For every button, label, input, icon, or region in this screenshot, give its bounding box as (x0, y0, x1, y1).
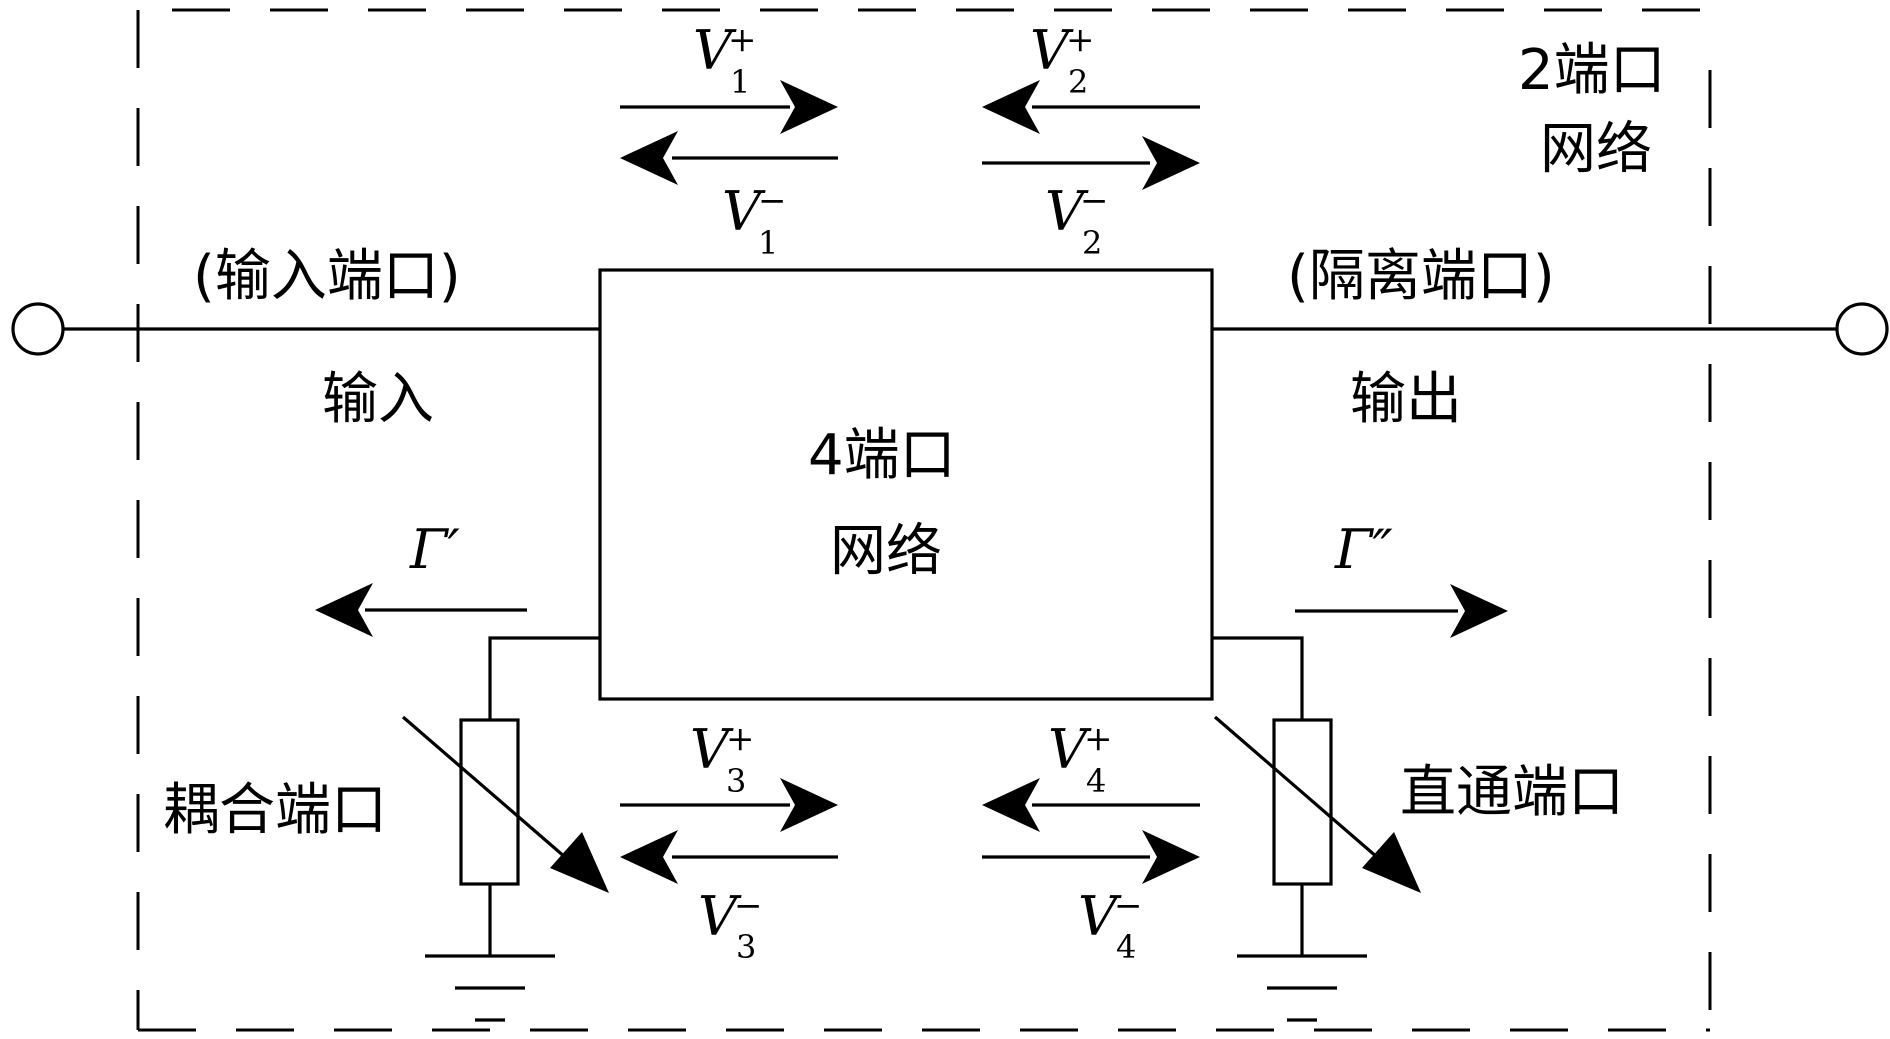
two-port-label-line1: 2端口 (1518, 38, 1666, 103)
svg-text:−: − (758, 181, 787, 221)
v1-plus-label: V + 1 (693, 19, 757, 101)
svg-text:2: 2 (1068, 63, 1088, 101)
v4-minus-label: V − 4 (1078, 885, 1143, 966)
four-port-label-line1: 4端口 (808, 423, 956, 488)
variable-resistor-left (459, 718, 520, 886)
svg-text:3: 3 (726, 762, 746, 800)
resistor-arrow-right (1362, 832, 1421, 893)
svg-text:V: V (690, 718, 734, 781)
wave-arrows-bottom (620, 778, 1200, 884)
svg-text:V: V (1045, 180, 1089, 243)
svg-text:+: + (1066, 20, 1095, 60)
svg-text:V: V (1078, 885, 1122, 948)
resistor-arrow-left (550, 832, 609, 893)
svg-text:V: V (1030, 19, 1074, 82)
svg-text:−: − (1114, 886, 1143, 926)
svg-text:2: 2 (1082, 224, 1102, 262)
svg-text:4: 4 (1116, 928, 1136, 966)
output-terminal[interactable] (1835, 302, 1889, 356)
input-label: 输入 (322, 367, 434, 432)
v2-minus-label: V − 2 (1045, 180, 1109, 262)
svg-text:V: V (693, 19, 737, 82)
output-label: 输出 (1350, 367, 1462, 432)
input-terminal[interactable] (11, 302, 65, 356)
svg-text:4: 4 (1086, 762, 1106, 800)
two-port-label-line2: 网络 (1540, 117, 1652, 182)
svg-text:+: + (1084, 719, 1113, 759)
input-port-label: (输入端口) (193, 244, 461, 309)
svg-text:3: 3 (736, 928, 756, 966)
svg-text:V: V (722, 180, 766, 243)
svg-text:1: 1 (758, 224, 778, 262)
through-port-load (1212, 636, 1421, 1022)
gamma-prime-label: Γ′ (409, 518, 460, 581)
wave-arrows-top (620, 80, 1200, 190)
v1-minus-label: V − 1 (722, 180, 787, 262)
gamma-double-prime-label: Γ″ (1334, 518, 1393, 581)
two-port-dashed-boundary (136, 8, 1712, 1032)
v4-plus-label: V + 4 (1048, 718, 1113, 800)
four-port-box[interactable] (598, 268, 1214, 701)
reflection-arrows (315, 583, 1508, 638)
v3-minus-label: V − 3 (698, 885, 763, 966)
v2-plus-label: V + 2 (1030, 19, 1095, 101)
svg-text:V: V (1048, 718, 1092, 781)
isolated-port-label: (隔离端口) (1287, 244, 1555, 309)
svg-text:1: 1 (730, 63, 750, 101)
coupled-port-label: 耦合端口 (163, 778, 387, 843)
svg-text:−: − (1080, 181, 1109, 221)
svg-text:+: + (726, 719, 755, 759)
svg-text:+: + (728, 20, 757, 60)
v3-plus-label: V + 3 (690, 718, 755, 800)
four-port-label-line2: 网络 (830, 519, 942, 584)
svg-text:−: − (734, 886, 763, 926)
through-port-label: 直通端口 (1400, 760, 1624, 825)
coupled-port-load (401, 636, 609, 1022)
variable-resistor-right (1272, 718, 1333, 886)
svg-text:V: V (698, 885, 742, 948)
